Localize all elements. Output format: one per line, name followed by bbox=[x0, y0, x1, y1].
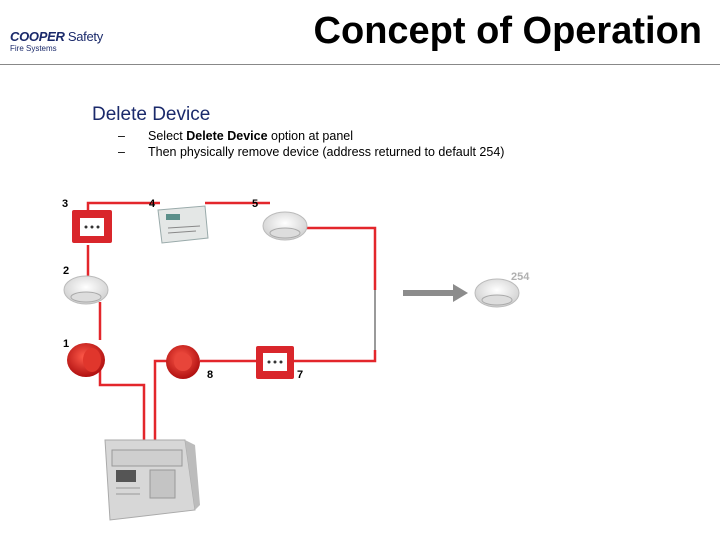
logo-subtitle: Fire Systems bbox=[10, 44, 57, 53]
wire-5-to-254 bbox=[300, 226, 377, 290]
loop-wiring bbox=[86, 201, 377, 440]
wire-8-to-panel bbox=[153, 359, 168, 440]
logo-cooper-text: COOPER bbox=[10, 29, 65, 44]
bullet-item-1: – Select Delete Device option at panel bbox=[118, 128, 504, 144]
bullet-dash: – bbox=[118, 129, 125, 143]
device-label-254: 254 bbox=[511, 271, 530, 283]
device-label-3: 3 bbox=[62, 198, 69, 210]
device-label-4: 4 bbox=[149, 198, 156, 210]
call-point-7 bbox=[256, 346, 294, 379]
control-panel bbox=[104, 439, 200, 521]
device-label-1: 1 bbox=[63, 338, 70, 350]
sounder-1 bbox=[67, 343, 105, 377]
header-divider bbox=[0, 64, 720, 65]
device-label-5: 5 bbox=[252, 198, 259, 210]
bullet-list: – Select Delete Device option at panel –… bbox=[118, 128, 504, 160]
sounder-beacon-8 bbox=[166, 345, 200, 379]
logo-safety-text: Safety bbox=[64, 29, 103, 44]
device-label-7: 7 bbox=[297, 369, 304, 381]
wire-254-to-7 bbox=[290, 350, 377, 363]
interface-module-4 bbox=[157, 205, 209, 244]
bullet-1-suffix: option at panel bbox=[267, 129, 354, 143]
bullet-1-bold: Delete Device bbox=[186, 129, 268, 143]
removal-arrow bbox=[403, 284, 468, 302]
bullet-1-prefix: Select bbox=[148, 129, 187, 143]
detector-5 bbox=[262, 211, 308, 241]
call-point-3 bbox=[72, 210, 112, 243]
wire-panel-to-1 bbox=[98, 353, 146, 440]
device-label-8: 8 bbox=[207, 369, 214, 381]
logo-wordmark: COOPER Safety bbox=[10, 30, 110, 44]
bullet-item-2: – Then physically remove device (address… bbox=[118, 144, 504, 160]
cooper-safety-logo: COOPER Safety Fire Systems bbox=[10, 30, 110, 60]
bullet-text-2: Then physically remove device (address r… bbox=[148, 145, 505, 159]
device-label-2: 2 bbox=[63, 265, 70, 277]
page-title: Concept of Operation bbox=[313, 10, 702, 52]
section-heading: Delete Device bbox=[92, 104, 211, 125]
detector-2 bbox=[63, 275, 109, 305]
bullet-text-1: Select Delete Device option at panel bbox=[148, 128, 353, 144]
detector-254-removed bbox=[474, 278, 520, 308]
bullet-dash: – bbox=[118, 145, 125, 159]
